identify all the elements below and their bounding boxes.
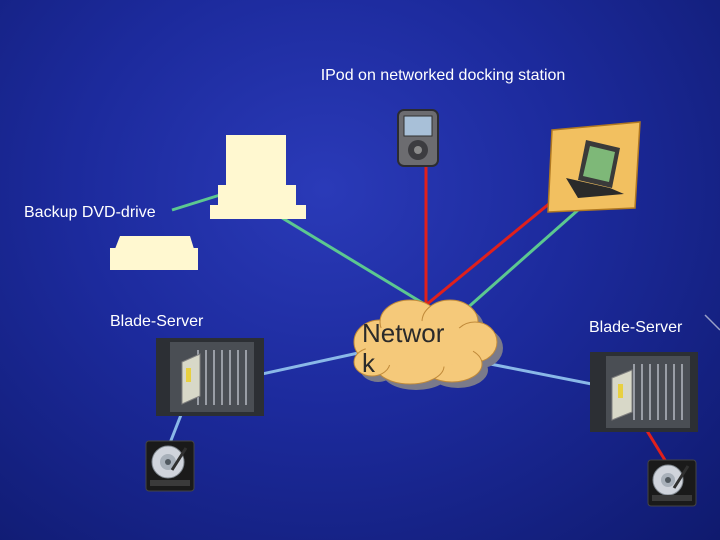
backup-dvd-label: Backup DVD-drive: [24, 204, 156, 221]
network-label: Networ k: [362, 318, 445, 378]
blade-server-icon: [590, 352, 698, 432]
desktop-computer-icon: [210, 135, 306, 219]
hard-drive-icon: [647, 459, 697, 507]
dvd-drive-icon: [110, 236, 198, 270]
blade-server-right-label: Blade-Server: [589, 319, 683, 336]
hard-drive-icon: [145, 440, 195, 492]
blue-link-network-right-server: [469, 358, 613, 390]
blade-server-left-label: Blade-Server: [110, 313, 204, 330]
network-cloud-icon: [353, 299, 503, 390]
corner-stroke: [704, 314, 720, 331]
ipod-label: IPod on networked docking station: [320, 67, 566, 84]
green-link-network-laptop: [455, 193, 596, 320]
laptop-icon: [547, 121, 641, 213]
blade-server-icon: [156, 338, 264, 416]
ipod-icon: [397, 109, 439, 167]
